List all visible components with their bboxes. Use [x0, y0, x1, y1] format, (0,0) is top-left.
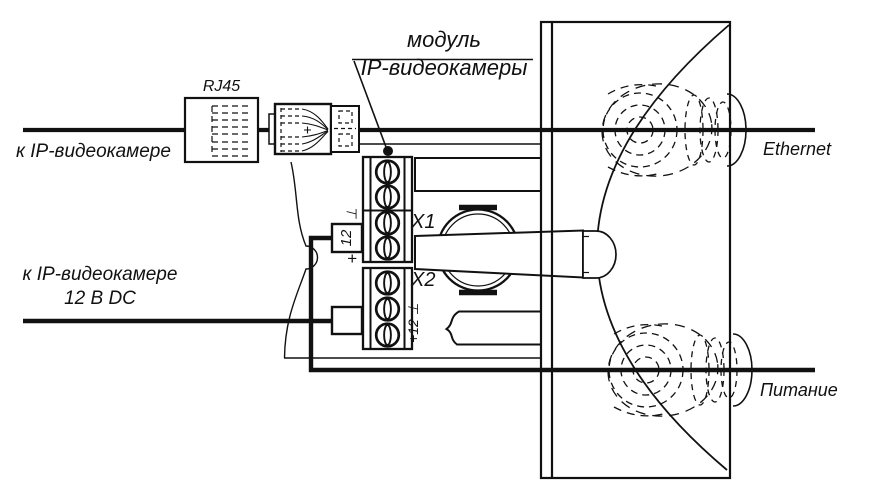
- to-ip-camera-label: к IP-видеокамере: [16, 141, 171, 162]
- wire-ferrule-12v-icon: [330, 222, 364, 254]
- module-label: модуль IP-видеокамеры: [338, 26, 550, 82]
- x1-terminal-12-label: 12: [338, 229, 355, 247]
- x1-terminal-plus-label: +: [347, 249, 357, 268]
- led-indicator-icon: [582, 230, 617, 279]
- screw-terminal-icon: [374, 159, 401, 261]
- module-board-edges: [284, 143, 541, 359]
- x1-terminal-ground-label: ⊥: [343, 207, 360, 221]
- terminal-block-x1: [361, 155, 414, 264]
- connector-x1-label: X1: [411, 211, 436, 233]
- to-ip-camera-power-line2: 12 В DC: [64, 288, 136, 309]
- power-label: Питание: [760, 380, 838, 400]
- module-label-line2: IP-видеокамеры: [360, 55, 528, 80]
- screw-terminal-icon: [374, 270, 401, 348]
- x2-terminals-label: +12 ⊥: [405, 303, 421, 343]
- wire-ferrule-power-icon: [330, 305, 364, 336]
- ethernet-label: Ethernet: [763, 139, 832, 159]
- module-label-line1: модуль: [407, 27, 481, 52]
- to-ip-camera-power-line1: к IP-видеокамере: [22, 264, 178, 285]
- rj45-plug-icon: [268, 102, 360, 156]
- terminal-block-x2: [361, 266, 414, 351]
- pcb-break-line-icon: [283, 161, 319, 359]
- mounting-panel: [539, 20, 732, 480]
- module-leader-line-icon: [352, 58, 533, 156]
- rj45-label: RJ45: [202, 78, 241, 95]
- connector-x2-label: X2: [411, 269, 436, 291]
- to-ip-camera-power-label: к IP-видеокамере 12 В DC: [12, 263, 188, 311]
- power-cable-line: [23, 235, 815, 373]
- plug-wires-icon: [301, 108, 329, 152]
- flat-cable-bands: [414, 157, 584, 346]
- rj45-connector-icon: [183, 96, 260, 164]
